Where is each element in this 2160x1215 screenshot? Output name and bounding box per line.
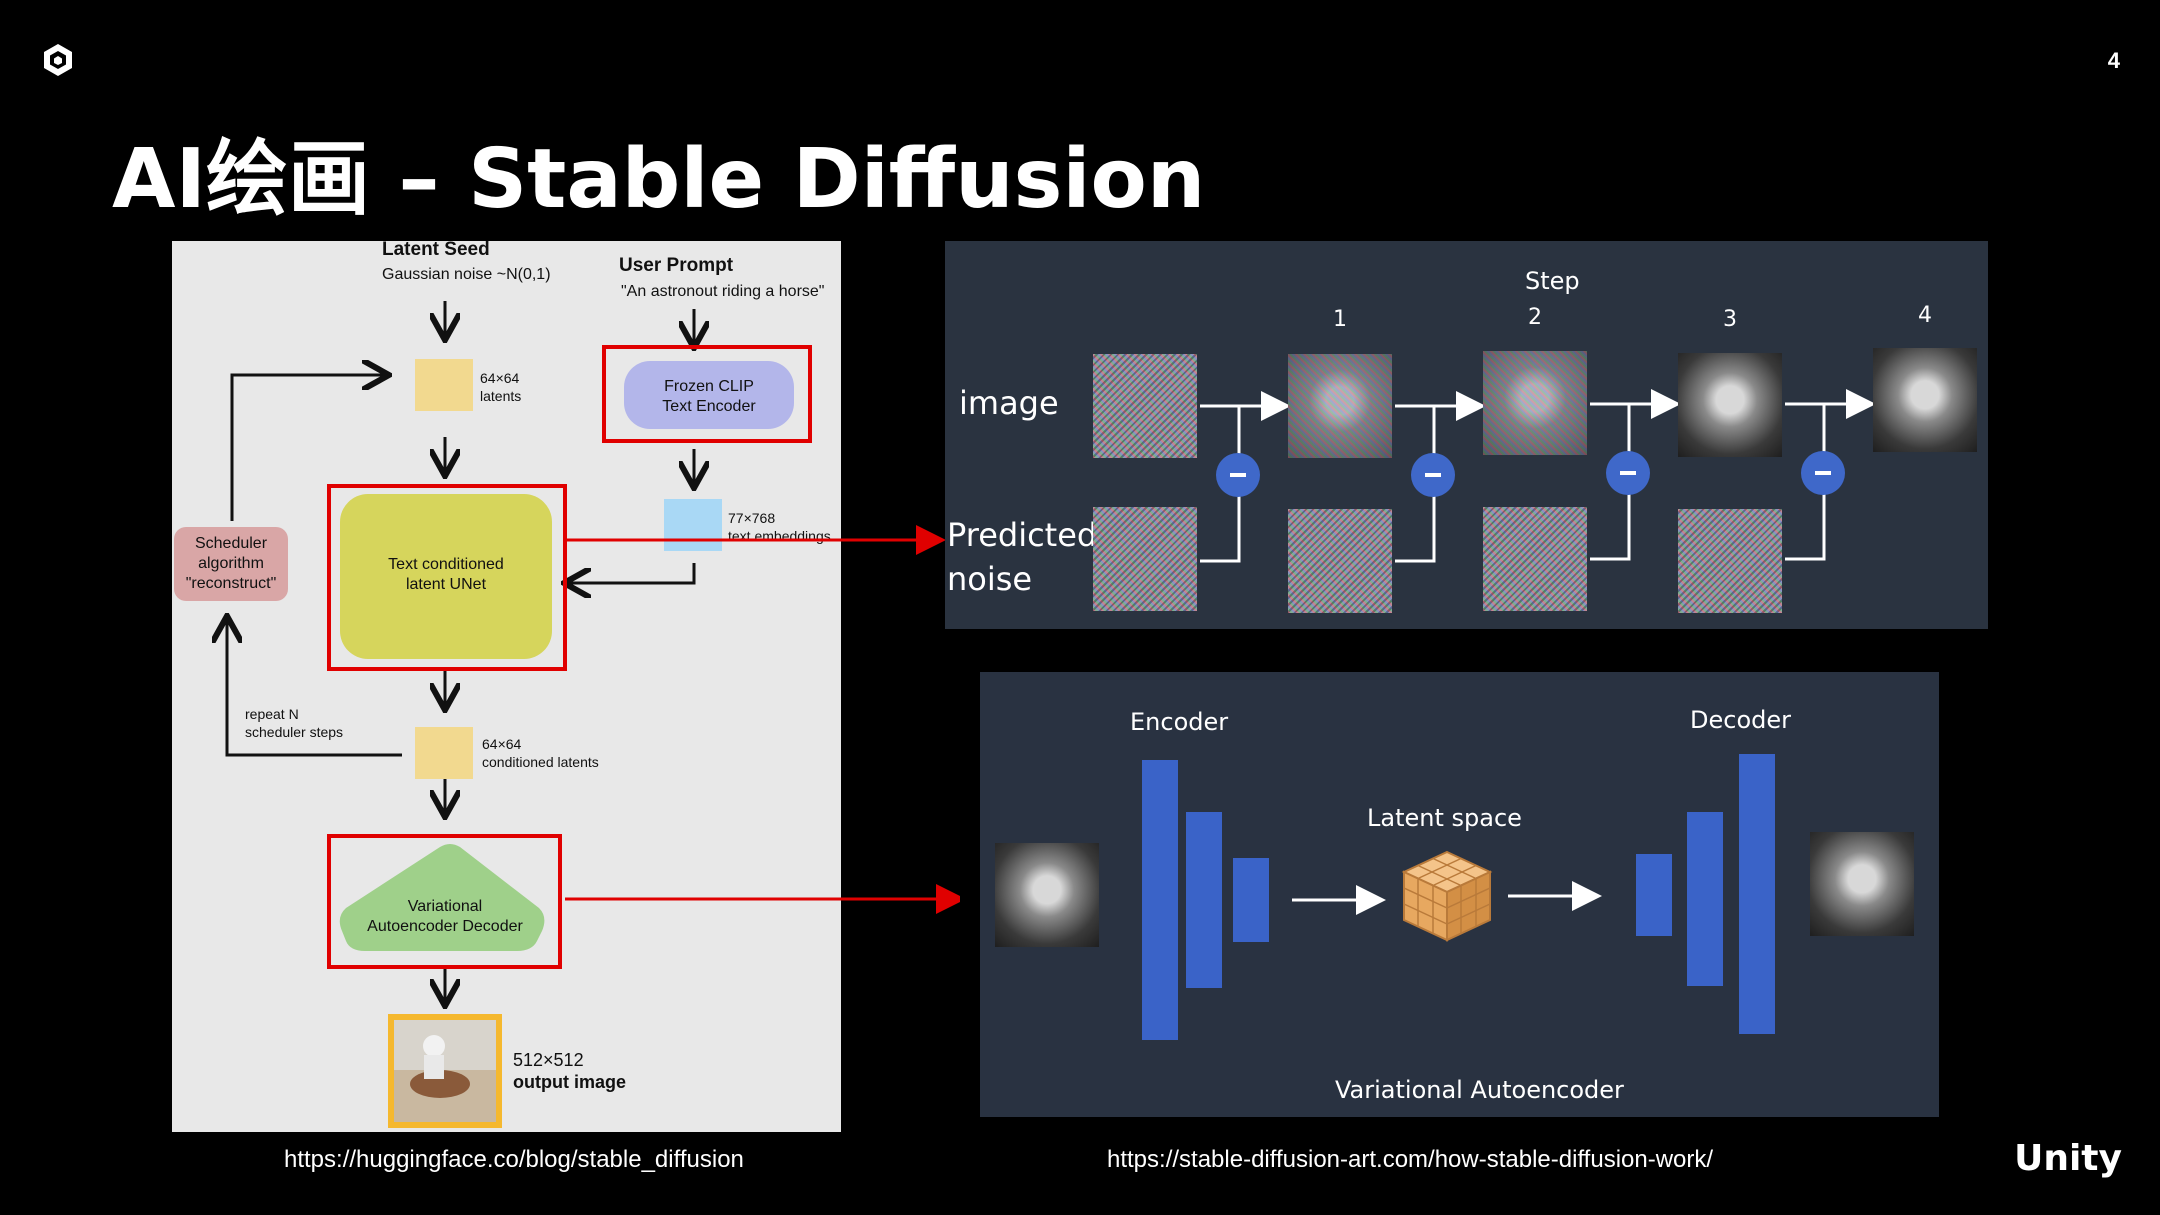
latent-seed-title: Latent Seed — [382, 241, 490, 260]
unet-label: Text conditioned latent UNet — [340, 555, 552, 595]
conditioned-label-line2: conditioned latents — [482, 754, 599, 770]
minus-icon — [1216, 453, 1260, 497]
scheduler-label-line2: algorithm — [198, 555, 264, 572]
vae-arrows — [1292, 881, 1602, 915]
denoised-image-step-4 — [1873, 348, 1977, 452]
scheduler-block — [174, 527, 288, 601]
panel-link-arrows — [565, 525, 960, 914]
output-cat-image — [1810, 832, 1914, 936]
step-number-3: 3 — [1723, 307, 1737, 332]
denoised-image-step-3 — [1678, 353, 1782, 457]
latents-label-line1: 64×64 — [480, 370, 520, 386]
scheduler-label-line1: Scheduler — [194, 535, 268, 552]
predicted-noise-step-1 — [1093, 507, 1197, 611]
vae-caption: Variational Autoencoder — [1335, 1076, 1624, 1104]
encoder-layer-3 — [1233, 858, 1269, 942]
pipeline-connectors — [174, 301, 812, 1128]
conditioned-label-line1: 64×64 — [482, 736, 522, 752]
text-embeddings-square — [664, 499, 722, 551]
predicted-noise-step-4 — [1678, 509, 1782, 613]
noise-image-step-0 — [1093, 354, 1197, 458]
unet-block — [340, 494, 552, 659]
latents-label: 64×64 latents — [480, 369, 521, 405]
unet-label-line2: latent UNet — [405, 576, 487, 593]
unity-cube-icon — [44, 44, 72, 76]
scheduler-label: Scheduler algorithm "reconstruct" — [174, 534, 288, 594]
step-number-2: 2 — [1528, 305, 1542, 330]
latent-space-label: Latent space — [1367, 804, 1522, 832]
latents-square — [415, 359, 473, 411]
encoder-layer-1 — [1142, 760, 1178, 1040]
output-label-line2: output image — [513, 1072, 626, 1092]
row-label-predicted-noise: Predicted noise — [947, 513, 1097, 601]
predicted-noise-step-3 — [1483, 507, 1587, 611]
embeddings-label-line1: 77×768 — [728, 510, 776, 526]
unity-wordmark: Unity — [2014, 1138, 2122, 1179]
input-cat-image — [995, 843, 1099, 947]
decoder-label: Decoder — [1690, 706, 1791, 734]
decoder-layer-2 — [1687, 812, 1723, 986]
page-number: 4 — [2107, 48, 2120, 73]
output-image-label: 512×512 output image — [513, 1049, 626, 1093]
scheduler-label-line3: "reconstruct" — [185, 575, 277, 592]
step-label: Step — [1525, 267, 1580, 295]
denoising-steps-diagram: Step 1 2 3 4 image Predicted noise — [945, 241, 1988, 629]
clip-highlight-box — [602, 345, 812, 443]
clip-encoder-block — [624, 361, 794, 429]
minus-icon — [1801, 451, 1845, 495]
latent-seed-subtitle: Gaussian noise ~N(0,1) — [382, 266, 551, 283]
repeat-steps-label: repeat N scheduler steps — [245, 705, 343, 741]
repeat-label-line2: scheduler steps — [245, 724, 344, 740]
latent-cube-icon — [1401, 850, 1493, 942]
conditioned-latents-label: 64×64 conditioned latents — [482, 735, 599, 771]
user-prompt-text: "An astronout riding a horse" — [621, 283, 825, 300]
huggingface-source-link[interactable]: https://huggingface.co/blog/stable_diffu… — [284, 1146, 744, 1173]
decoder-layer-1 — [1636, 854, 1672, 936]
encoder-layer-2 — [1186, 812, 1222, 988]
predicted-noise-line2: noise — [947, 560, 1033, 598]
latents-label-line2: latents — [480, 388, 522, 404]
denoised-image-step-1 — [1288, 354, 1392, 458]
vae-decoder-label: Variational Autoencoder Decoder — [342, 897, 548, 937]
encoder-label: Encoder — [1130, 708, 1229, 736]
step-number-4: 4 — [1918, 303, 1932, 328]
minus-icon — [1411, 453, 1455, 497]
stable-diffusion-art-source-link[interactable]: https://stable-diffusion-art.com/how-sta… — [1107, 1146, 1714, 1173]
decoder-layer-3 — [1739, 754, 1775, 1034]
unet-highlight-box — [327, 484, 567, 671]
stable-diffusion-pipeline-diagram: Latent Seed Gaussian noise ~N(0,1) User … — [172, 241, 841, 1132]
denoised-image-step-2 — [1483, 351, 1587, 455]
row-label-image: image — [959, 384, 1059, 422]
vae-label-line1: Variational — [407, 898, 483, 915]
clip-label: Frozen CLIP Text Encoder — [624, 377, 794, 417]
variational-autoencoder-diagram: Encoder Decoder Latent space Variational… — [980, 672, 1939, 1117]
slide-title: AI绘画 – Stable Diffusion — [112, 132, 1206, 227]
step-number-1: 1 — [1333, 307, 1347, 332]
clip-label-line1: Frozen CLIP — [664, 378, 754, 395]
vae-label-line2: Autoencoder Decoder — [367, 918, 523, 935]
minus-icon — [1606, 451, 1650, 495]
conditioned-latents-square — [415, 727, 473, 779]
user-prompt-title: User Prompt — [619, 255, 734, 276]
predicted-noise-line1: Predicted — [947, 516, 1098, 554]
clip-label-line2: Text Encoder — [662, 398, 756, 415]
output-label-line1: 512×512 — [513, 1050, 584, 1070]
vae-decoder-block — [339, 844, 545, 951]
vae-highlight-box — [327, 834, 562, 969]
unet-label-line1: Text conditioned — [388, 556, 504, 573]
repeat-label-line1: repeat N — [245, 706, 299, 722]
predicted-noise-step-2 — [1288, 509, 1392, 613]
